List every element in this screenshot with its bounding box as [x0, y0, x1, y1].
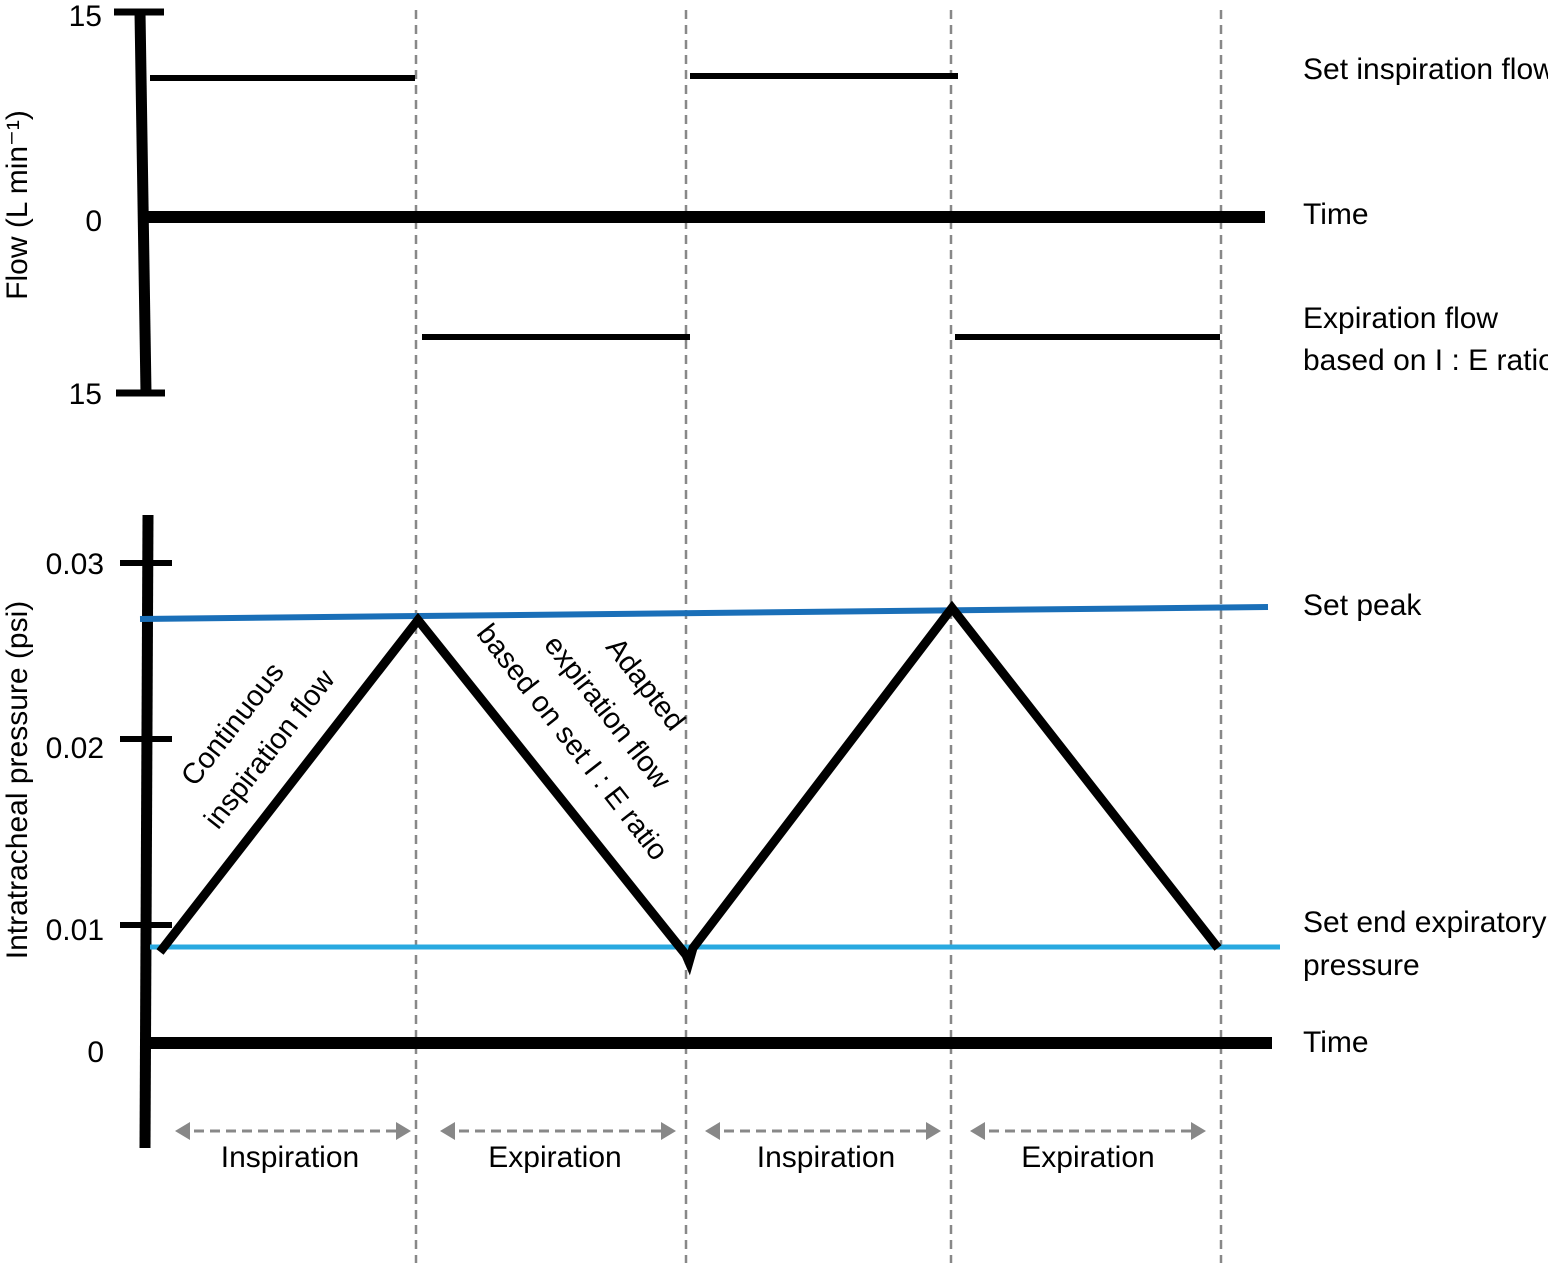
flow-y-axis — [134, 11, 152, 394]
pressure-y-axis — [139, 514, 154, 1149]
label-time-pressure: Time — [1303, 1026, 1369, 1059]
pressure-axis-label: Intratracheal pressure (psi) — [1, 601, 34, 959]
label-set-peak: Set peak — [1303, 589, 1422, 622]
flow-panel: 15 0 15 Flow (L min⁻¹) Set inspiration f… — [1, 0, 1548, 411]
flow-axis-label: Flow (L min⁻¹) — [1, 110, 34, 300]
label-expiration-flow-1: Expiration flow — [1303, 302, 1498, 335]
pressure-tick-label-0: 0 — [87, 1036, 104, 1069]
label-set-inspiration-flow: Set inspiration flow — [1303, 53, 1548, 86]
phase-label-inspiration: Inspiration — [221, 1141, 359, 1174]
pressure-tick-label-0-02: 0.02 — [46, 732, 104, 765]
flow-tick-zero: 0 — [85, 205, 102, 238]
phase-label-inspiration: Inspiration — [757, 1141, 895, 1174]
label-expiration-flow-2: based on I : E ratio — [1303, 344, 1548, 377]
pressure-panel: 0.03 0.02 0.01 0 Intratracheal pressure … — [1, 514, 1546, 1149]
phase-dividers — [414, 10, 1223, 1263]
label-set-end-expiratory-2: pressure — [1303, 949, 1420, 982]
label-time-flow: Time — [1303, 198, 1369, 231]
pressure-tick-label-0-01: 0.01 — [46, 914, 104, 947]
phase-label-expiration: Expiration — [1021, 1141, 1154, 1174]
set-peak-line — [139, 604, 1269, 622]
flow-tick-top: 15 — [69, 0, 102, 33]
pressure-waveform — [156, 600, 1222, 976]
phase-label-expiration: Expiration — [488, 1141, 621, 1174]
pressure-tick-label-0-03: 0.03 — [46, 548, 104, 581]
flow-tick-bottom: 15 — [69, 378, 102, 411]
label-set-end-expiratory-1: Set end expiratory — [1303, 906, 1546, 939]
